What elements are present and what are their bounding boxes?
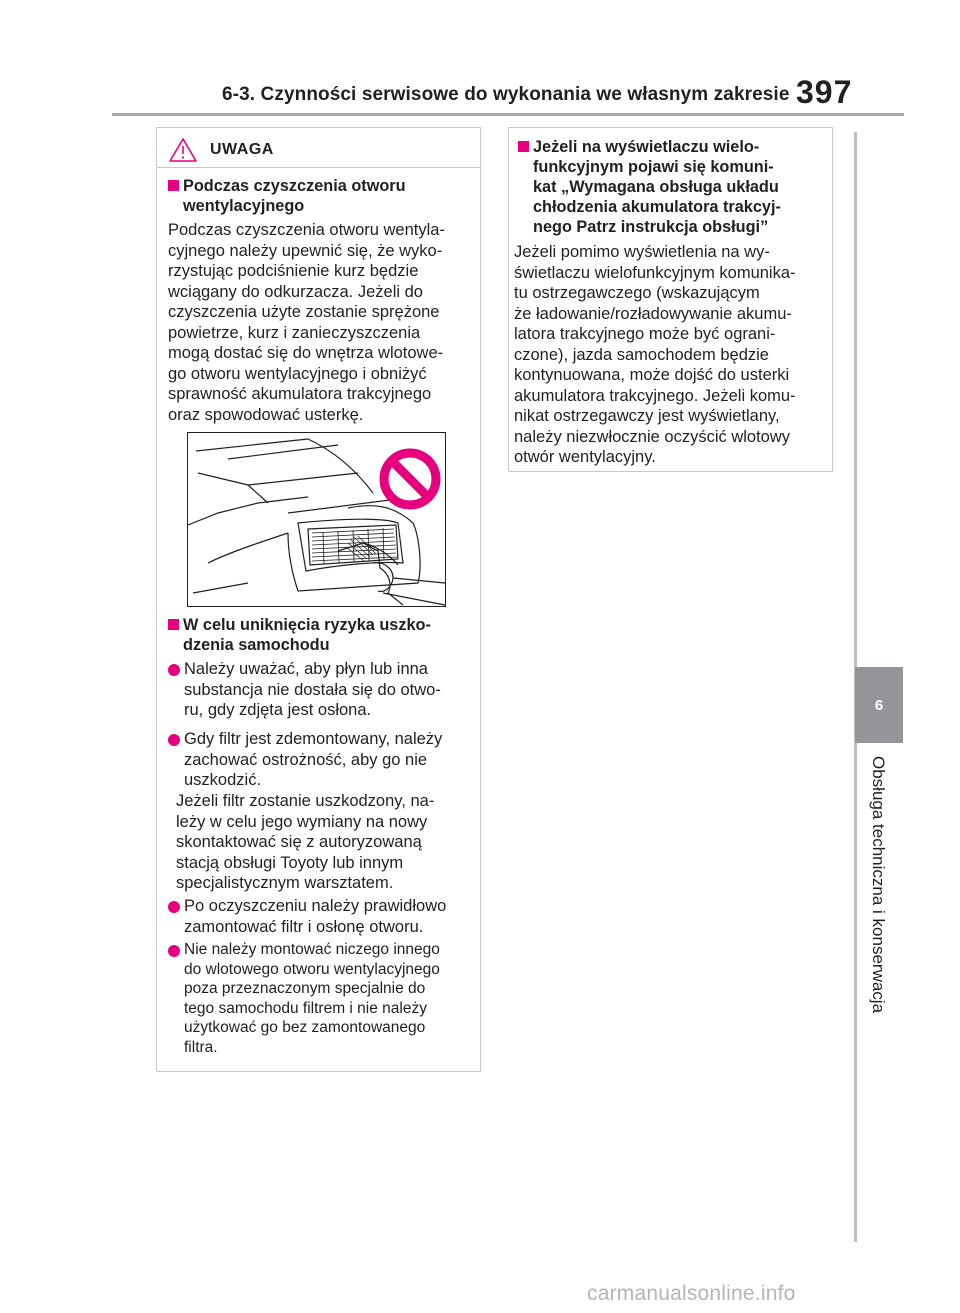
filter-damaged-note: Jeżeli filtr zostanie uszkodzony, na- le…: [176, 792, 435, 892]
chapter-label: Obsługa techniczna i konserwacja: [858, 756, 898, 1046]
section-title-cleaning: Podczas czyszczenia otworu wentylacyjneg…: [168, 176, 473, 216]
running-header: 6-3. Czynności serwisowe do wykonania we…: [222, 84, 790, 105]
circle-bullet-icon: [168, 945, 180, 957]
square-bullet-icon: [168, 619, 179, 630]
prohibition-icon: [379, 448, 441, 510]
bullet-filter-removed: Gdy filtr jest zdemontowany, należy zach…: [168, 729, 478, 791]
warning-header: UWAGA: [168, 137, 274, 163]
warning-triangle-icon: [169, 138, 197, 162]
bullet-reinstall: Po oczyszczeniu należy prawidłowo zamont…: [168, 896, 478, 937]
illustration-drawing: [187, 438, 446, 606]
chapter-tab: 6: [855, 667, 903, 743]
square-bullet-icon: [518, 141, 529, 152]
watermark: carmanualsonline.info: [587, 1282, 796, 1305]
square-bullet-icon: [168, 180, 179, 191]
section-title-damage: W celu uniknięcia ryzyka uszko- dzenia s…: [168, 615, 473, 655]
warning-header-divider: [156, 167, 481, 168]
circle-bullet-icon: [168, 901, 180, 913]
info-paragraph: Jeżeli pomimo wyświetlenia na wy- świetl…: [514, 243, 796, 466]
info-box: [508, 127, 833, 472]
circle-bullet-icon: [168, 734, 180, 746]
bullet-fluid: Należy uważać, aby płyn lub inna substan…: [168, 659, 478, 721]
info-title: Jeżeli na wyświetlaczu wielo- funkcyjnym…: [518, 137, 826, 237]
page-number: 397: [796, 74, 853, 110]
warning-label: UWAGA: [210, 141, 274, 158]
cleaning-paragraph: Podczas czyszczenia otworu wentyla- cyjn…: [168, 221, 445, 424]
circle-bullet-icon: [168, 664, 180, 676]
header-rule: [112, 113, 904, 116]
chapter-label-text: Obsługa techniczna i konserwacja: [869, 756, 888, 1014]
vacuum-cleaning-illustration: [187, 432, 446, 607]
bullet-no-other-items: Nie należy montować niczego innego do wl…: [168, 940, 480, 1057]
